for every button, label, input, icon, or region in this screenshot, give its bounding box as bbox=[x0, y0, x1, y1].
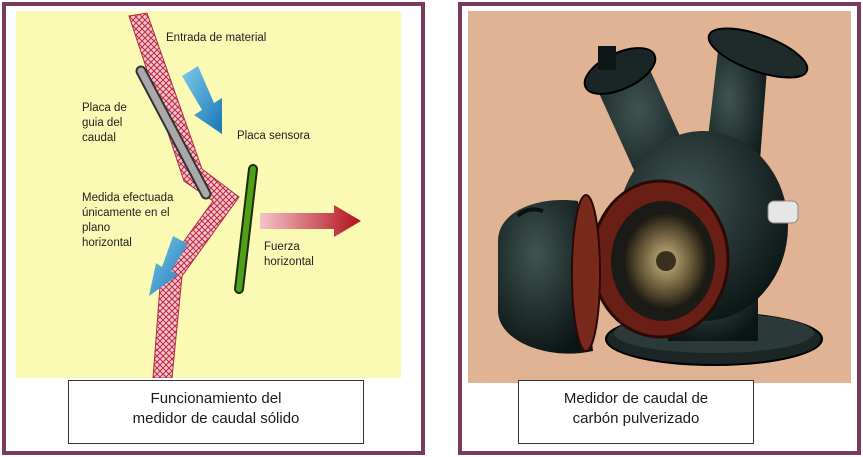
flow-meter-illustration bbox=[468, 11, 851, 383]
photo-caption: Medidor de caudal de carbón pulverizado bbox=[518, 380, 754, 444]
flow-diagram-svg: Entrada de material Placa de guia del ca… bbox=[16, 11, 401, 378]
label-inlet: Entrada de material bbox=[166, 32, 266, 44]
flow-arrow-top bbox=[182, 66, 222, 134]
diagram-caption: Funcionamiento del medidor de caudal sól… bbox=[68, 380, 364, 444]
photo-panel: Medidor de caudal de carbón pulverizado bbox=[458, 2, 861, 455]
photo-caption-line-2: carbón pulverizado bbox=[519, 409, 753, 429]
diagram-panel: Entrada de material Placa de guia del ca… bbox=[2, 2, 425, 455]
diagram-caption-line-2: medidor de caudal sólido bbox=[69, 409, 363, 429]
flow-meter-photo bbox=[468, 11, 851, 383]
label-sensor-plate: Placa sensora bbox=[237, 130, 310, 142]
flow-diagram: Entrada de material Placa de guia del ca… bbox=[16, 11, 401, 378]
label-force: Fuerza horizontal bbox=[264, 241, 314, 268]
horizontal-force-arrow bbox=[260, 205, 361, 237]
label-measurement: Medida efectuada únicamente en el plano … bbox=[82, 192, 177, 249]
label-guide-plate: Placa de guia del caudal bbox=[82, 102, 130, 144]
diagram-caption-line-1: Funcionamiento del bbox=[69, 389, 363, 409]
photo-caption-line-1: Medidor de caudal de bbox=[519, 389, 753, 409]
